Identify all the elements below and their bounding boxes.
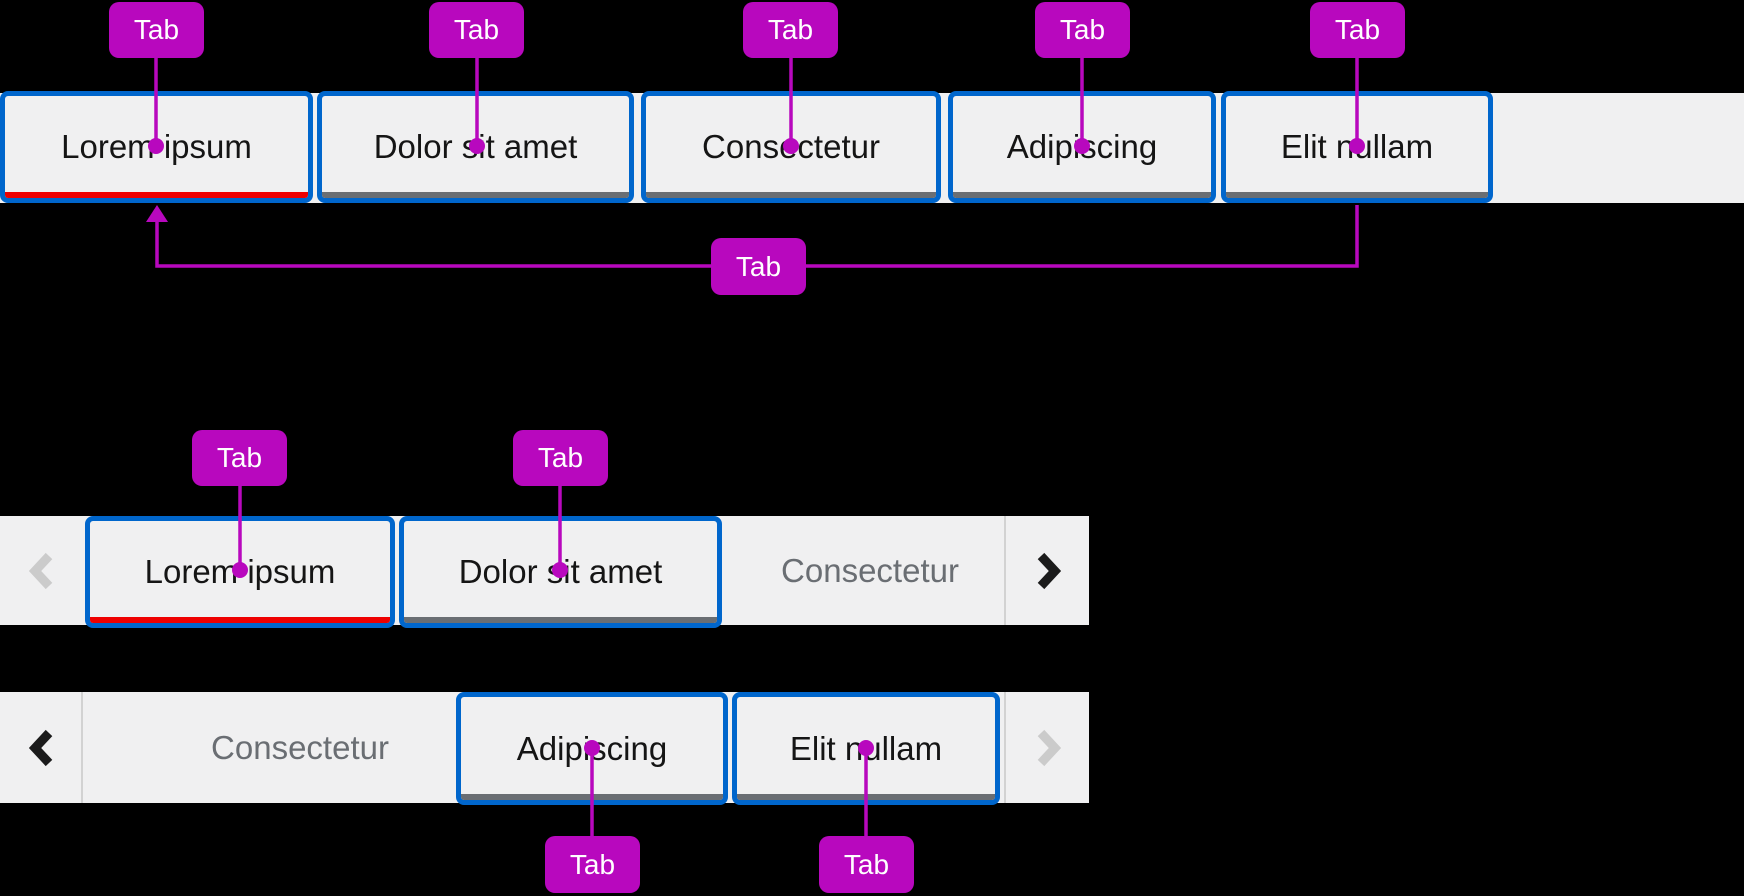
tab-adipiscing[interactable]: Adipiscing xyxy=(456,692,728,805)
tab-label: Lorem ipsum xyxy=(144,553,336,590)
tab-label: Elit nullam xyxy=(789,729,943,767)
scroll-previous-button[interactable] xyxy=(0,692,83,803)
chevron-left-icon xyxy=(28,729,52,766)
scroll-next-button[interactable] xyxy=(1004,516,1091,625)
annotation-badge-tab: Tab xyxy=(711,238,806,295)
annotation-badge-tab: Tab xyxy=(192,430,287,486)
annotation-badge-tab: Tab xyxy=(743,2,838,58)
tab-dolor-sit-amet[interactable]: Dolor sit amet xyxy=(399,516,722,628)
tab-label: Consectetur xyxy=(211,728,389,766)
tab-label: Elit nullam xyxy=(1280,128,1434,165)
annotation-badge-tab: Tab xyxy=(819,836,914,893)
annotation-badge-tab: Tab xyxy=(513,430,608,486)
tab-elit-nullam[interactable]: Elit nullam xyxy=(1221,91,1493,203)
tab-label: Dolor sit amet xyxy=(373,128,578,165)
tab-lorem-ipsum[interactable]: Lorem ipsum xyxy=(0,91,313,203)
tab-label: Consectetur xyxy=(781,551,959,589)
tab-consectetur-overflowed[interactable]: Consectetur xyxy=(110,692,490,803)
scroll-previous-button[interactable] xyxy=(0,516,82,625)
annotation-badge-tab: Tab xyxy=(109,2,204,58)
annotation-badge-tab: Tab xyxy=(1035,2,1130,58)
tab-label: Lorem ipsum xyxy=(61,128,252,165)
tab-consectetur[interactable]: Consectetur xyxy=(641,91,941,203)
tab-label: Adipiscing xyxy=(1006,128,1158,165)
tab-label: Dolor sit amet xyxy=(458,553,663,590)
annotation-badge-tab: Tab xyxy=(1310,2,1405,58)
tab-elit-nullam[interactable]: Elit nullam xyxy=(732,692,1000,805)
tab-consectetur-overflowed[interactable]: Consectetur xyxy=(723,516,1017,625)
annotation-badge-tab: Tab xyxy=(545,836,640,893)
annotation-badge-tab: Tab xyxy=(429,2,524,58)
tab-dolor-sit-amet[interactable]: Dolor sit amet xyxy=(317,91,634,203)
chevron-right-icon xyxy=(1037,729,1061,766)
tab-label: Consectetur xyxy=(702,128,880,165)
tab-lorem-ipsum[interactable]: Lorem ipsum xyxy=(85,516,395,628)
tab-adipiscing[interactable]: Adipiscing xyxy=(948,91,1216,203)
tab-label: Adipiscing xyxy=(516,729,668,767)
scroll-next-button[interactable] xyxy=(1004,692,1091,803)
chevron-right-icon xyxy=(1037,552,1061,589)
chevron-left-icon xyxy=(29,552,53,589)
